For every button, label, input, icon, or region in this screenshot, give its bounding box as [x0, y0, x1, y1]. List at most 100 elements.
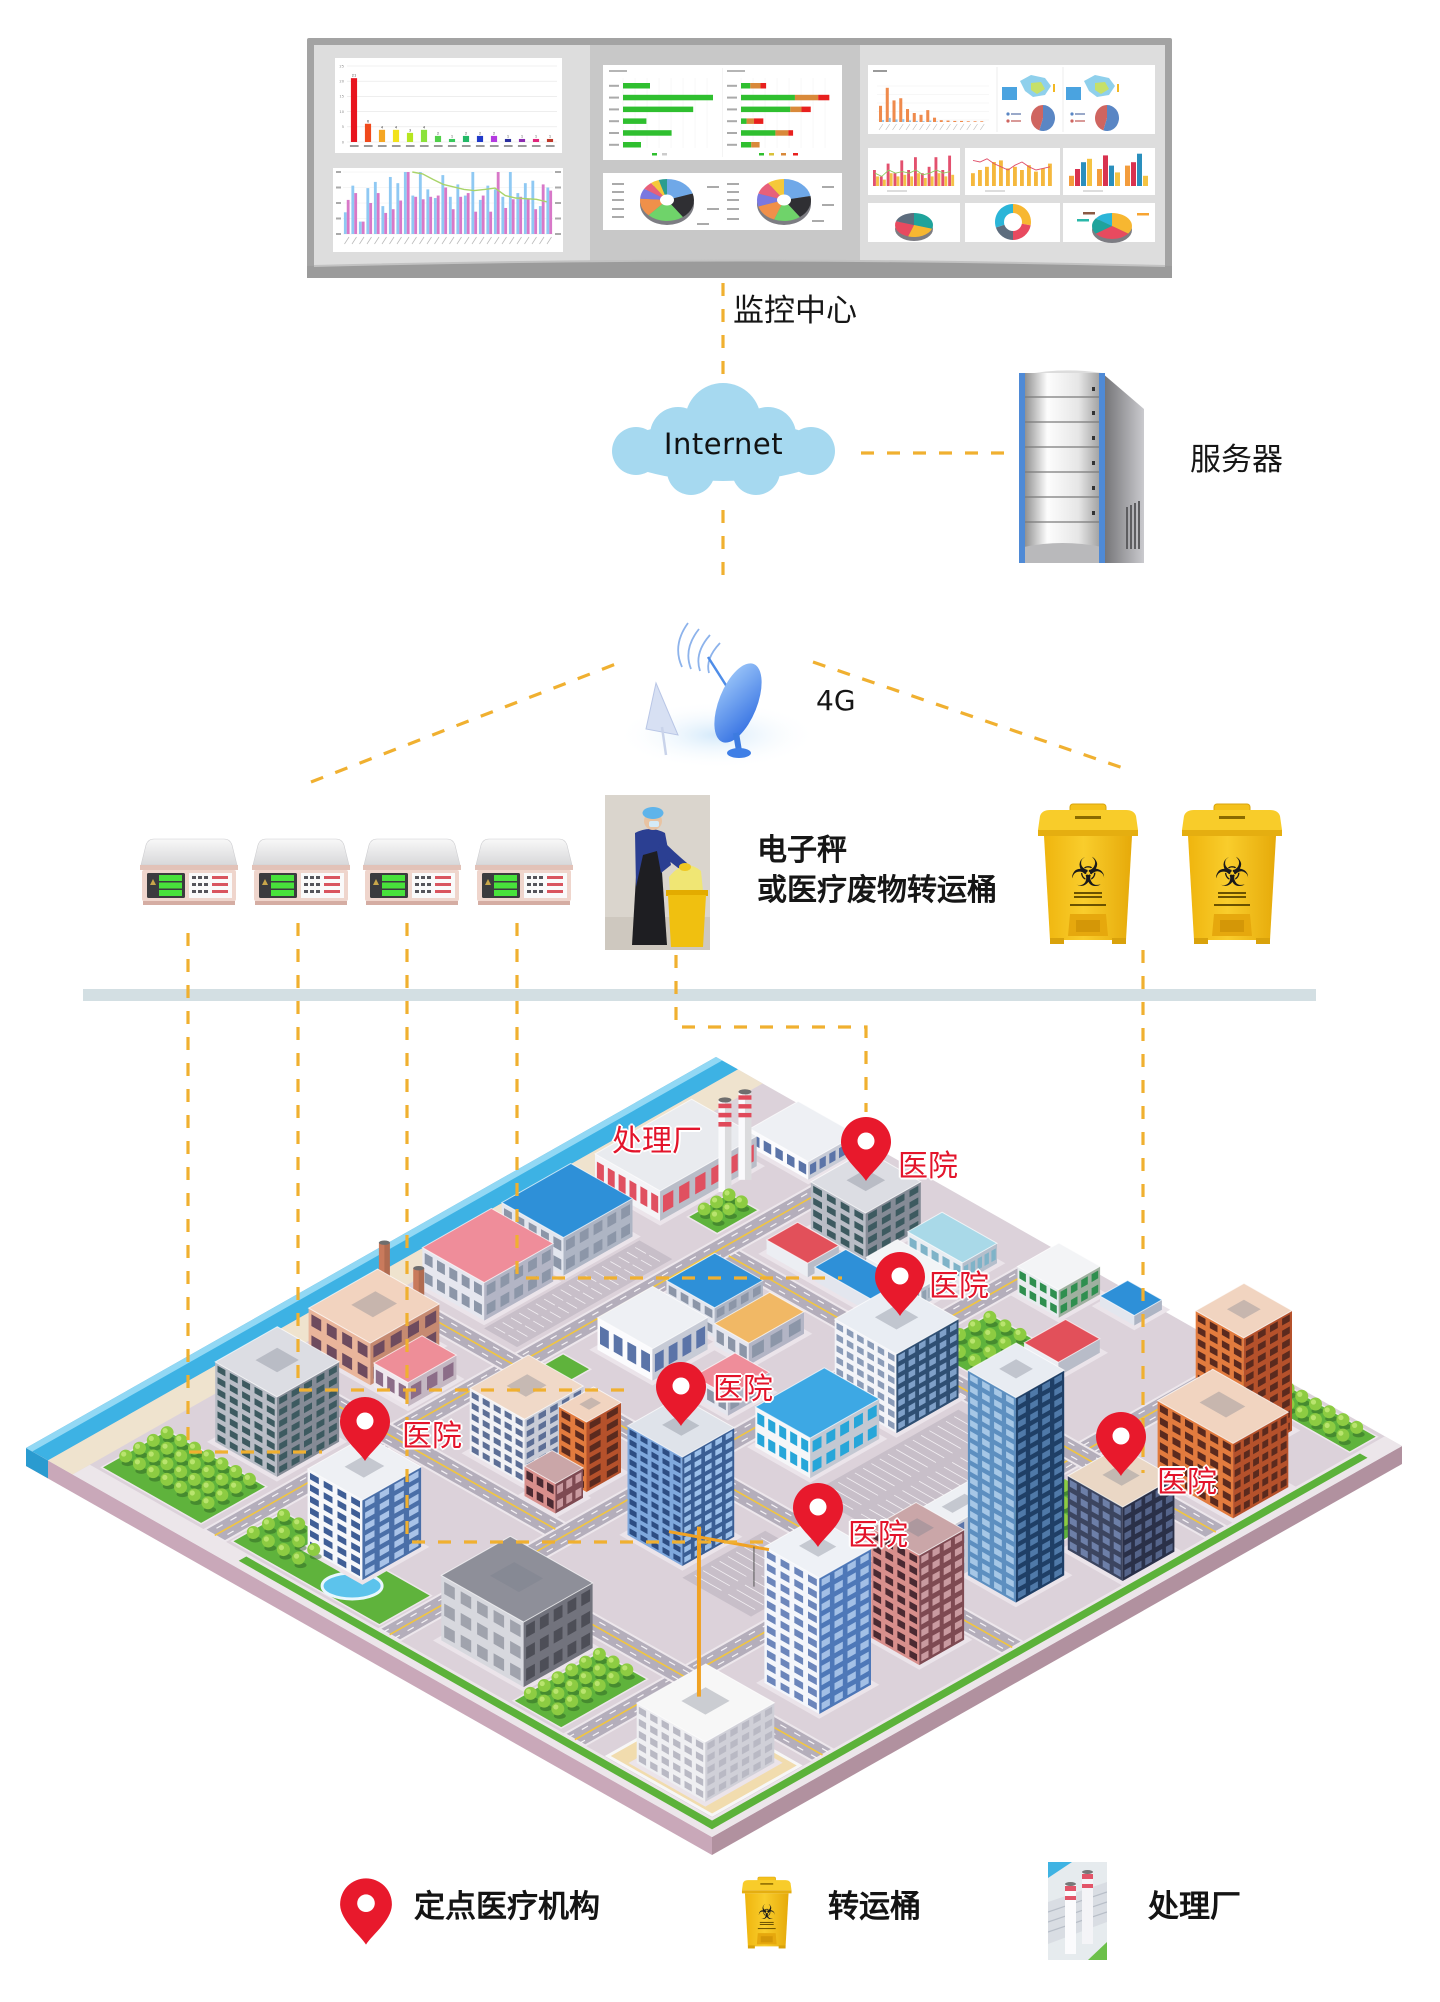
window: [1018, 1405, 1026, 1417]
window: [1222, 1465, 1231, 1477]
window: [1042, 1449, 1050, 1460]
tree-highlight: [1297, 1391, 1303, 1397]
worker-loading-waste-bin-photo: [605, 795, 710, 950]
window: [1006, 1394, 1014, 1406]
tree-crown: [242, 1472, 256, 1486]
window: [808, 1673, 817, 1686]
window: [1165, 1518, 1173, 1530]
tree: [1350, 1420, 1365, 1438]
window: [1102, 1510, 1110, 1522]
window: [908, 1391, 916, 1402]
legend-label-treatment-plant: 处理厂: [1148, 1889, 1241, 1925]
window: [821, 1587, 830, 1599]
window: [943, 1576, 951, 1588]
window: [718, 1732, 727, 1744]
window: [1172, 1424, 1181, 1436]
hedge: [238, 1556, 720, 1830]
tree-highlight: [1000, 1321, 1006, 1327]
mini-tick-label: [336, 217, 341, 220]
mini-tick-label: [555, 202, 561, 204]
map-pin-icon-part: [340, 1878, 392, 1945]
parking-line: [727, 1556, 755, 1573]
mini-bar-series-b: [369, 203, 373, 234]
window: [661, 1719, 669, 1731]
window: [1185, 1431, 1194, 1443]
tree-highlight: [1000, 1338, 1006, 1344]
tree-highlight: [580, 1673, 587, 1679]
tree-highlight: [553, 1673, 559, 1679]
window: [885, 1575, 894, 1587]
window: [921, 1650, 929, 1662]
window: [821, 1661, 830, 1673]
mini-trend-bar-b: [909, 120, 912, 122]
tree: [160, 1426, 176, 1443]
window: [921, 1589, 929, 1601]
mini-bar: [999, 160, 1003, 186]
window: [808, 1698, 817, 1710]
window: [860, 1639, 869, 1651]
isometric-city-map: [26, 1057, 1402, 1855]
mini-stacked-segment: [760, 83, 767, 89]
window: [1234, 1466, 1241, 1478]
building-roof: [1066, 1445, 1176, 1508]
window: [982, 1472, 990, 1483]
tree-highlight: [121, 1451, 127, 1457]
mini-bar-series-a: [914, 157, 917, 186]
window: [854, 1432, 863, 1449]
window: [847, 1671, 856, 1683]
mini-bar-series-a: [478, 199, 482, 234]
mini-bar: [406, 132, 414, 142]
mini-line-series: [874, 169, 951, 177]
window: [888, 1351, 895, 1362]
window: [1280, 1440, 1287, 1452]
window: [794, 1603, 804, 1616]
tree-crown: [1336, 1413, 1350, 1427]
window: [1197, 1451, 1206, 1463]
window: [1134, 1523, 1142, 1535]
window: [1054, 1442, 1062, 1453]
mini-legend-swatch: [769, 153, 774, 156]
tree: [565, 1679, 580, 1696]
window: [846, 1351, 854, 1362]
tree: [537, 1694, 553, 1712]
window: [351, 1564, 360, 1577]
mini-x-label: [349, 145, 359, 147]
window: [394, 1513, 404, 1526]
window: [673, 1774, 681, 1786]
window: [868, 1209, 877, 1221]
mini-legend-dot: [1006, 119, 1010, 123]
window: [834, 1641, 843, 1654]
window: [1145, 1517, 1152, 1529]
window: [943, 1539, 951, 1551]
building-roof: [870, 1501, 966, 1556]
window: [808, 1599, 817, 1611]
window: [954, 1545, 963, 1557]
mini-x-label: [449, 236, 455, 245]
mini-x-label: [509, 236, 515, 245]
window: [846, 1328, 854, 1339]
tree-highlight: [162, 1459, 168, 1465]
mini-stacked-segment: [790, 106, 802, 113]
window: [1030, 1478, 1038, 1490]
window: [873, 1544, 882, 1556]
hospital-5: [763, 1516, 873, 1714]
window: [1113, 1541, 1121, 1553]
window: [929, 1345, 936, 1356]
tree-highlight: [985, 1347, 991, 1353]
window: [877, 1357, 885, 1368]
window: [1257, 1340, 1266, 1352]
window: [780, 1633, 790, 1645]
window: [1042, 1517, 1050, 1529]
window: [768, 1438, 776, 1454]
shopping-mall: [440, 1535, 594, 1688]
mini-map-marker: [1117, 84, 1119, 92]
window: [1155, 1548, 1163, 1560]
mini-bar-series-a: [381, 206, 385, 234]
mini-bar-series-a: [886, 163, 890, 186]
mini-legend-swatch: [781, 153, 786, 156]
window: [1209, 1333, 1218, 1345]
mini-x-label: [344, 236, 350, 245]
window: [885, 1550, 894, 1562]
window: [753, 1737, 761, 1748]
plant-thumb-water: [1048, 1862, 1072, 1878]
